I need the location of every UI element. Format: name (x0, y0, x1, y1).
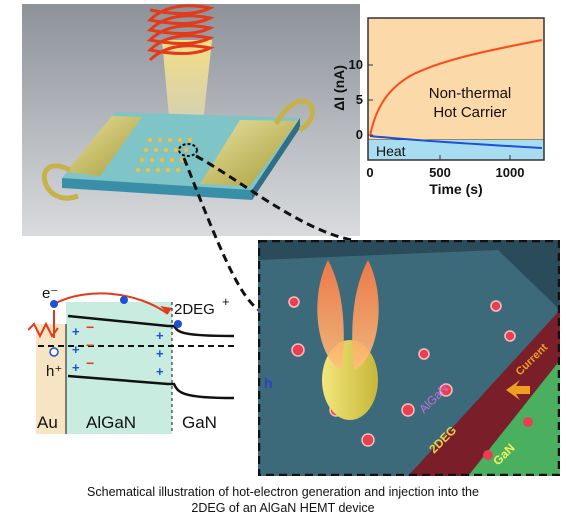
zoom-connector-2 (182, 157, 263, 314)
svg-text:+: + (72, 324, 80, 339)
svg-text:+: + (72, 360, 80, 375)
nonthermal-region (367, 17, 545, 141)
x-tick-500: 500 (429, 165, 451, 180)
y-tick-10: 10 (349, 57, 363, 72)
substrate-side (62, 178, 252, 200)
zoom-connector-1 (195, 154, 353, 242)
valence-band (67, 374, 235, 400)
svg-text:+: + (156, 364, 164, 379)
svg-text:+: + (156, 328, 164, 343)
electron-dot-3 (174, 320, 182, 328)
electron-dot-1 (50, 300, 58, 308)
x-tick-0: 0 (366, 165, 373, 180)
field-lobe-right (352, 260, 379, 370)
nonthermal-label-1: Non-thermal (429, 85, 512, 102)
region-algan-label: AlGaN (86, 413, 136, 432)
conduction-band (67, 314, 235, 338)
svg-text:−: − (86, 337, 94, 353)
gold-pad-left (66, 116, 142, 176)
y-tick-5: 5 (356, 92, 363, 107)
band-diagram: + + + + + + − − − e⁻ h⁺ 2DEG + Au AlGaN GaN (28, 285, 235, 434)
nanoparticle-array (135, 137, 193, 173)
hole-dot (49, 347, 59, 357)
gold-pad-right (200, 120, 298, 186)
svg-text:+: + (72, 342, 80, 357)
zoom-view: h AlGaN 2DEG GaN Current (258, 240, 560, 476)
y-axis-label: ΔI (nA) (331, 65, 347, 111)
hot-carrier-curve (369, 39, 543, 137)
svg-text:−: − (86, 355, 94, 371)
heat-label: Heat (376, 143, 406, 159)
region-gan-label: GaN (182, 413, 217, 432)
svg-text:−: − (86, 319, 94, 335)
nonthermal-label-2: Hot Carrier (433, 104, 506, 121)
inset-plot: 10 5 0 0 500 1000 Time (s) ΔI (nA) Non-t… (331, 17, 545, 197)
twodeg-label: 2DEG (174, 301, 215, 318)
x-axis-label: Time (s) (429, 181, 482, 197)
electron-path (53, 292, 169, 315)
region-au-label: Au (37, 413, 58, 432)
current-arrow-icon (506, 380, 530, 400)
electron-label: e⁻ (42, 285, 58, 302)
svg-text:+: + (156, 346, 164, 361)
wire-right (273, 98, 315, 133)
x-tick-1000: 1000 (496, 165, 525, 180)
laser-spiral (146, 4, 215, 62)
carrier-dots (288, 296, 533, 460)
zoom-label-h: h (264, 375, 273, 391)
twodeg-plus: + (222, 294, 230, 309)
caption-line-2: 2DEG of an AlGaN HEMT device (191, 501, 375, 515)
au-region (36, 324, 66, 434)
field-lobe-left (317, 260, 344, 370)
hole-label: h⁺ (46, 363, 62, 380)
zoom-marker (178, 143, 198, 157)
figure-caption: Schematical illustration of hot-electron… (0, 484, 566, 516)
y-tick-0: 0 (356, 127, 363, 142)
caption-line-1: Schematical illustration of hot-electron… (87, 485, 479, 499)
electron-dot-2 (120, 296, 128, 304)
wire-left (41, 163, 79, 201)
heat-curve (369, 135, 543, 149)
